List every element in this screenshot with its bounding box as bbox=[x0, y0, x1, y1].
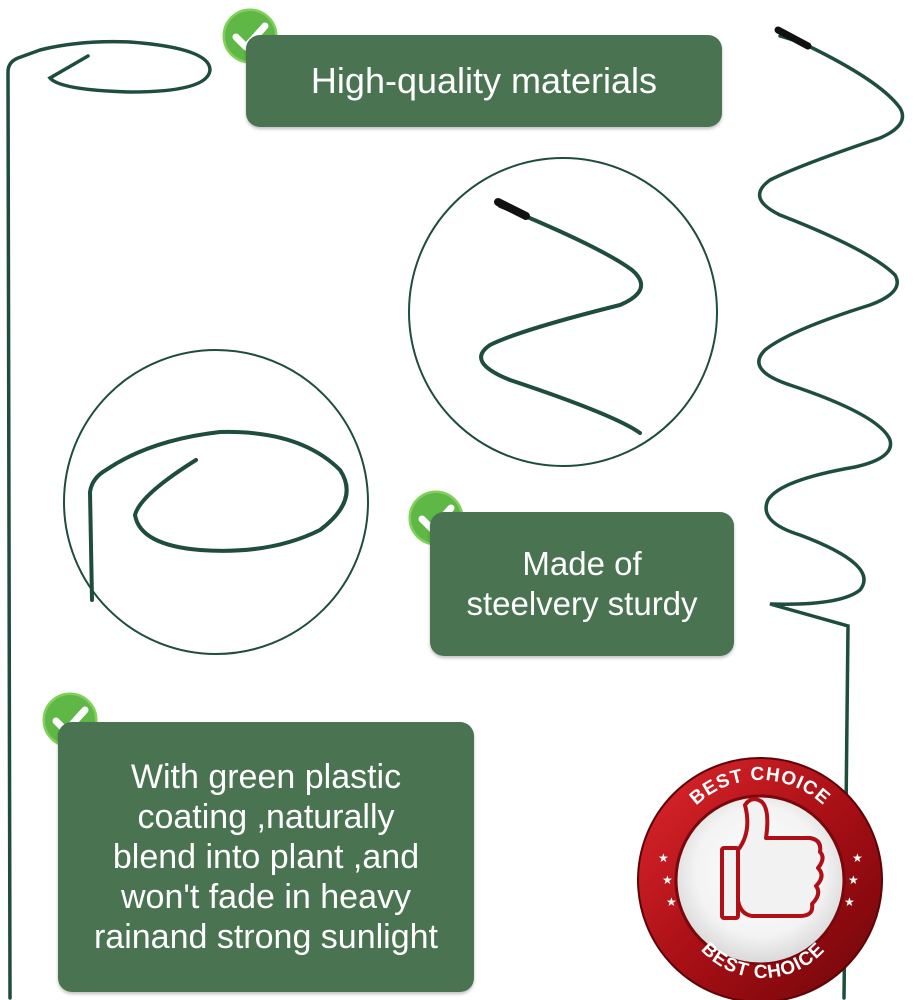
feature-line: Made of bbox=[522, 545, 642, 582]
spiral-detail-circle bbox=[408, 157, 718, 467]
feature-line: won't fade in heavy bbox=[120, 878, 411, 916]
svg-text:★: ★ bbox=[852, 851, 863, 865]
ring-stake bbox=[6, 39, 212, 1000]
ring-detail-circle bbox=[63, 349, 369, 655]
feature-badge-coating: With green plastic coating ,naturally bl… bbox=[58, 722, 474, 992]
best-choice-seal: BEST CHOICE BEST CHOICE ★★★ ★★★ bbox=[637, 757, 883, 1000]
feature-line: blend into plant ,and bbox=[112, 838, 420, 876]
svg-text:★: ★ bbox=[848, 873, 859, 887]
svg-text:★: ★ bbox=[844, 895, 855, 909]
feature-line: With green plastic bbox=[130, 758, 402, 796]
feature-line: steelvery sturdy bbox=[466, 585, 698, 622]
spiral-stake bbox=[757, 26, 905, 1000]
seal-stars: ★ ★ ★ ★ ★ ★ bbox=[658, 851, 863, 909]
svg-text:★: ★ bbox=[662, 873, 673, 887]
feature-line: rainand strong sunlight bbox=[93, 918, 438, 956]
svg-text:★: ★ bbox=[658, 851, 669, 865]
feature-text: High-quality materials bbox=[310, 60, 658, 101]
svg-text:★: ★ bbox=[666, 895, 677, 909]
feature-badge-steel: Made of steelvery sturdy bbox=[430, 512, 734, 656]
feature-line: coating ,naturally bbox=[137, 798, 395, 836]
feature-badge-materials: High-quality materials bbox=[246, 35, 722, 127]
thumbs-up-icon bbox=[720, 797, 825, 920]
